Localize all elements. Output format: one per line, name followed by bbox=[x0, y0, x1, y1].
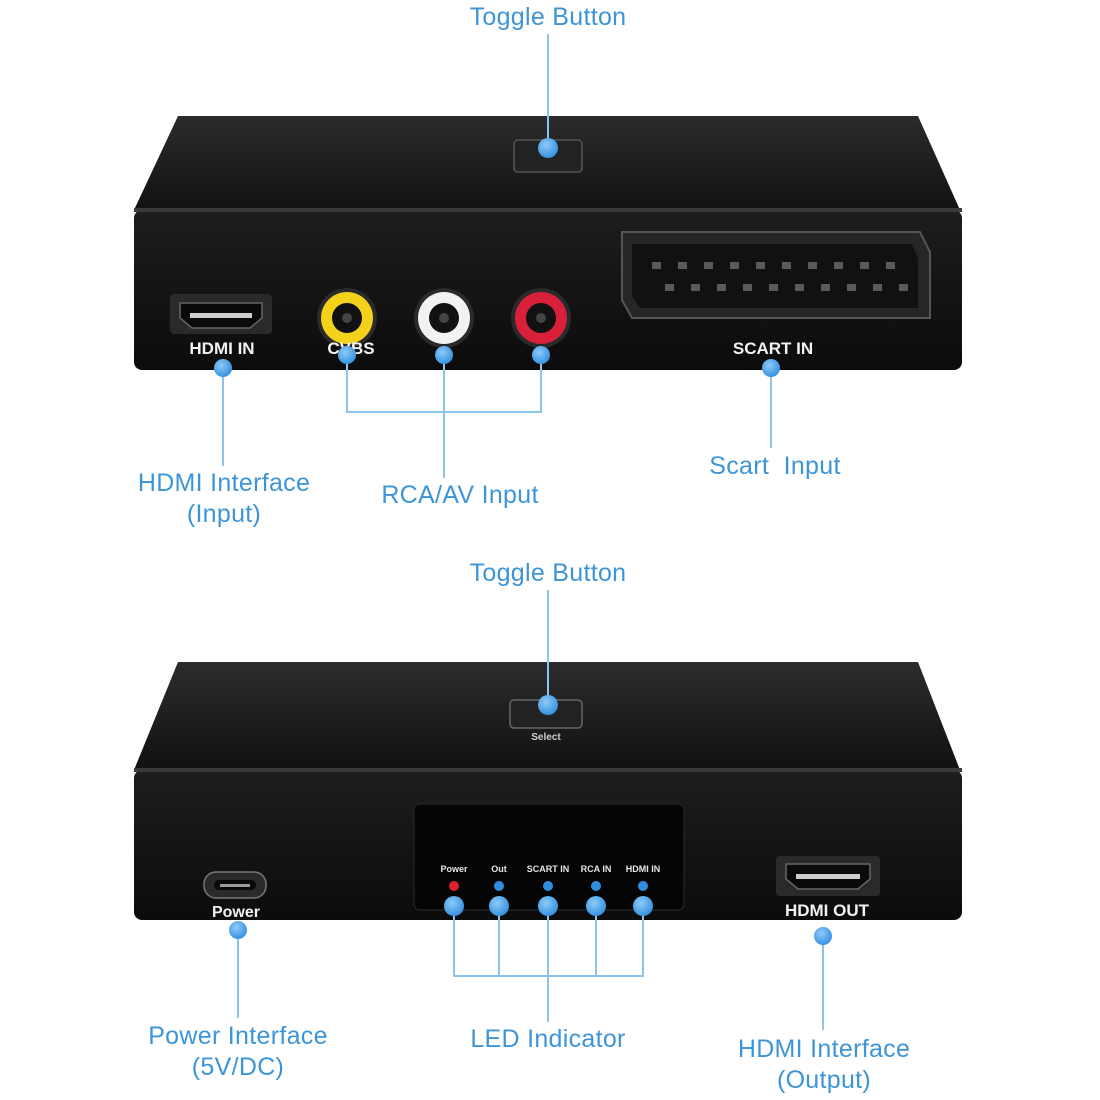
scart-pin bbox=[717, 284, 726, 291]
rca-jack-red bbox=[511, 288, 571, 348]
rca-yellow-dot bbox=[338, 346, 356, 364]
top-callout-lines bbox=[222, 34, 772, 478]
led-scart-dot bbox=[538, 896, 558, 916]
led-light bbox=[591, 881, 601, 891]
select-label: Select bbox=[531, 732, 561, 743]
scart-in-dot bbox=[762, 359, 780, 377]
led-indicators: Power Out SCART IN RCA IN HDMI IN bbox=[440, 864, 660, 891]
led-light bbox=[543, 881, 553, 891]
scart-pin bbox=[743, 284, 752, 291]
scart-pin bbox=[873, 284, 882, 291]
hdmi-in-label: HDMI IN bbox=[189, 339, 254, 358]
rca-jack-white bbox=[414, 288, 474, 348]
hdmi-output-callout: HDMI Interface (Output) bbox=[737, 1035, 911, 1094]
led-out-dot bbox=[489, 896, 509, 916]
rca-av-input-callout: RCA/AV Input bbox=[381, 481, 539, 509]
power-port-dot bbox=[229, 921, 247, 939]
scart-pin bbox=[652, 262, 661, 269]
led-label: HDMI IN bbox=[626, 864, 661, 874]
scart-pin bbox=[808, 262, 817, 269]
scart-pin bbox=[834, 262, 843, 269]
led-label: RCA IN bbox=[581, 864, 612, 874]
scart-pin bbox=[899, 284, 908, 291]
top-toggle-button-callout: Toggle Button bbox=[469, 3, 627, 31]
led-indicator-callout: LED Indicator bbox=[470, 1025, 626, 1053]
toggle-button-dot bbox=[538, 138, 558, 158]
bottom-device: Select Power Out SCART IN RCA IN HDMI IN Pow… bbox=[134, 662, 962, 921]
scart-in-port bbox=[621, 231, 931, 319]
led-power-dot bbox=[444, 896, 464, 916]
scart-in-label: SCART IN bbox=[733, 339, 813, 358]
rca-white-dot bbox=[435, 346, 453, 364]
hdmi-out-dot bbox=[814, 927, 832, 945]
led-light bbox=[494, 881, 504, 891]
scart-pins bbox=[652, 262, 908, 291]
scart-pin bbox=[756, 262, 765, 269]
scart-pin bbox=[795, 284, 804, 291]
scart-pin bbox=[782, 262, 791, 269]
select-button-dot bbox=[538, 695, 558, 715]
scart-pin bbox=[886, 262, 895, 269]
power-port bbox=[203, 871, 267, 899]
scart-pin bbox=[860, 262, 869, 269]
top-device: HDMI IN CVBS SCART IN bbox=[134, 116, 962, 370]
led-rca-dot bbox=[586, 896, 606, 916]
hdmi-in-port bbox=[170, 294, 272, 334]
rca-jack-yellow bbox=[317, 288, 377, 348]
scart-pin bbox=[704, 262, 713, 269]
bottom-callout-dots bbox=[229, 695, 832, 945]
scart-input-callout: Scart Input bbox=[709, 452, 841, 480]
hdmi-in-dot bbox=[214, 359, 232, 377]
led-label: Out bbox=[491, 864, 507, 874]
bottom-callout-lines bbox=[237, 590, 824, 1030]
scart-pin bbox=[665, 284, 674, 291]
led-label: SCART IN bbox=[527, 864, 570, 874]
scart-pin bbox=[769, 284, 778, 291]
bottom-toggle-button-callout: Toggle Button bbox=[469, 559, 627, 587]
scart-pin bbox=[691, 284, 700, 291]
hdmi-out-port bbox=[776, 856, 880, 896]
scart-pin bbox=[847, 284, 856, 291]
scart-pin bbox=[730, 262, 739, 269]
top-callout-dots bbox=[214, 138, 780, 377]
led-hdmi-dot bbox=[633, 896, 653, 916]
led-label: Power bbox=[440, 864, 468, 874]
rca-jacks bbox=[317, 288, 571, 348]
rca-red-dot bbox=[532, 346, 550, 364]
led-light bbox=[449, 881, 459, 891]
power-interface-callout: Power Interface (5V/DC) bbox=[148, 1022, 328, 1081]
hdmi-input-callout: HDMI Interface (Input) bbox=[137, 469, 311, 528]
scart-pin bbox=[678, 262, 687, 269]
led-panel bbox=[413, 803, 685, 911]
hdmi-out-label: HDMI OUT bbox=[785, 901, 870, 920]
scart-pin bbox=[821, 284, 830, 291]
led-light bbox=[638, 881, 648, 891]
power-label: Power bbox=[212, 904, 260, 921]
